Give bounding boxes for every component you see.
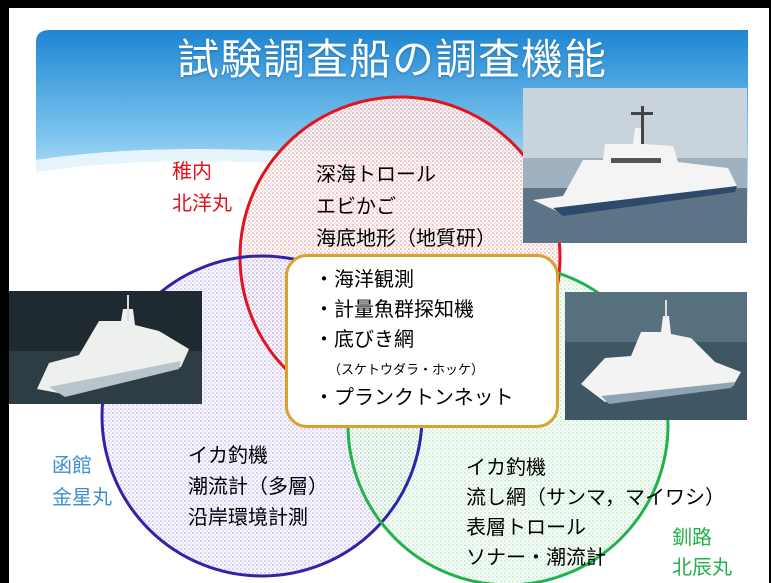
common-function-note: （スケトウダラ・ホッケ） — [328, 363, 485, 378]
wakkanai-ship-name: 北洋丸 — [172, 191, 232, 215]
common-function: ・計量魚群探知機 — [314, 297, 474, 321]
common-functions-box: ・海洋観測 ・計量魚群探知機 ・底びき網 （スケトウダラ・ホッケ） ・プランクト… — [285, 254, 559, 428]
hakodate-ship-name: 金星丸 — [52, 485, 112, 509]
wakkanai-function: 深海トロール — [316, 162, 436, 186]
kushiro-function: 表層トロール — [466, 515, 586, 539]
hakodate-ship-photo — [9, 291, 202, 404]
hakodate-function: イカ釣機 — [188, 443, 268, 467]
wakkanai-function: 海底地形（地質研） — [316, 226, 496, 250]
kushiro-function: ソナー・潮流計 — [466, 545, 606, 569]
kushiro-ship-photo — [565, 292, 747, 420]
common-function: ・底びき網 — [314, 327, 414, 351]
kushiro-function: イカ釣機 — [466, 455, 546, 479]
kushiro-ship-name: 北辰丸 — [672, 555, 732, 579]
wakkanai-function: エビかご — [316, 194, 396, 218]
hakodate-function: 潮流計（多層） — [188, 474, 328, 498]
common-function: ・プランクトンネット — [314, 385, 514, 409]
wakkanai-port-label: 稚内 — [172, 159, 212, 183]
kushiro-port-label: 釧路 — [672, 525, 712, 549]
common-function: ・海洋観測 — [314, 267, 414, 291]
kushiro-function: 流し網（サンマ，マイワシ） — [466, 485, 725, 509]
wakkanai-ship-photo — [523, 88, 747, 243]
hakodate-function: 沿岸環境計測 — [188, 505, 308, 529]
hakodate-port-label: 函館 — [52, 453, 92, 477]
page-title: 試験調査船の調査機能 — [176, 35, 607, 84]
